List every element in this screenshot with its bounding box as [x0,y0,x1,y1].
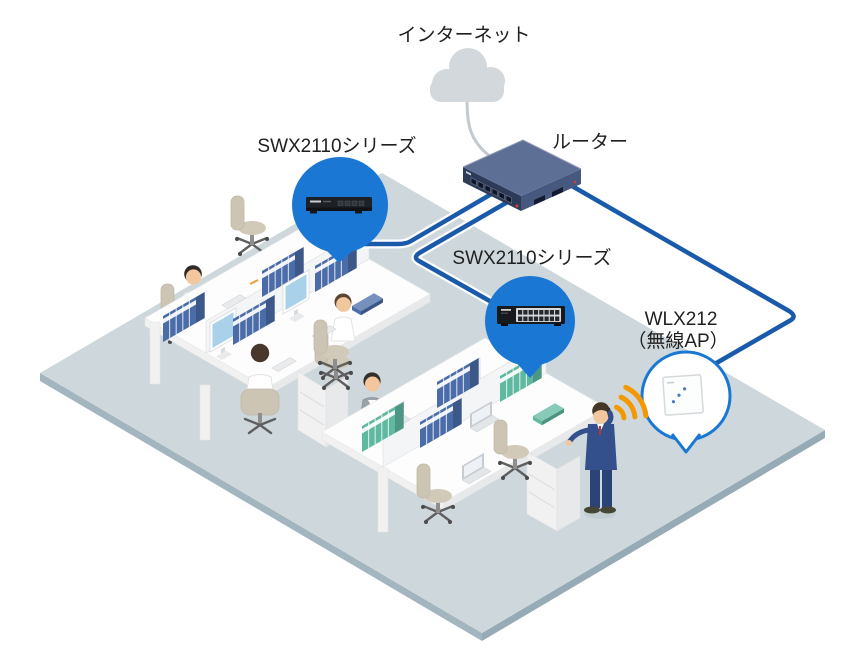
floor-side-left [40,373,482,641]
cable-router-to-switch-center [413,198,513,306]
router-sfp-port [534,195,545,205]
switch-16port-icon [497,306,565,326]
cable-router-to-switch-left [362,187,502,247]
desk-island-right [312,318,608,533]
label-ap-type: （無線AP） [627,330,728,352]
desk-leg [199,384,211,441]
router-ports [470,177,512,204]
desk-island-left [144,194,431,448]
internet-link-line [465,94,492,159]
router-icon [462,139,582,211]
floor-side-right [482,430,825,641]
cable-router-to-ap [570,184,796,367]
ap-callout [640,350,732,454]
worker-sitting-back [240,343,280,435]
desk-leg [377,467,389,533]
standing-man-on-phone [566,402,617,519]
switch-callout-center [485,276,575,378]
desk-leg [149,321,161,385]
label-internet: インターネット [397,24,530,46]
router-sfp-port [552,187,563,197]
wifi-waves-icon [614,384,649,421]
label-switch-center: SWX2110シリーズ [452,247,611,269]
network-cables [362,182,799,369]
label-router: ルーター [552,131,628,153]
pencil [249,279,259,285]
drawer-pedestal [526,451,581,532]
cloud-icon [430,48,505,102]
switch-8port-icon [306,197,372,214]
worker-sitting-2 [330,293,356,342]
navy-suit-torso [585,424,617,470]
router-brand-mark [466,171,471,176]
router-led [573,180,577,184]
callout-tail [670,433,702,454]
wireless-ap-icon [662,374,704,416]
drawer-pedestal [297,371,349,448]
label-switch-left: SWX2110シリーズ [257,135,416,157]
router-led [515,204,519,208]
switch-callout-left [292,157,388,263]
label-ap-model: WLX212 [645,309,718,330]
chair-backrest [240,388,280,416]
